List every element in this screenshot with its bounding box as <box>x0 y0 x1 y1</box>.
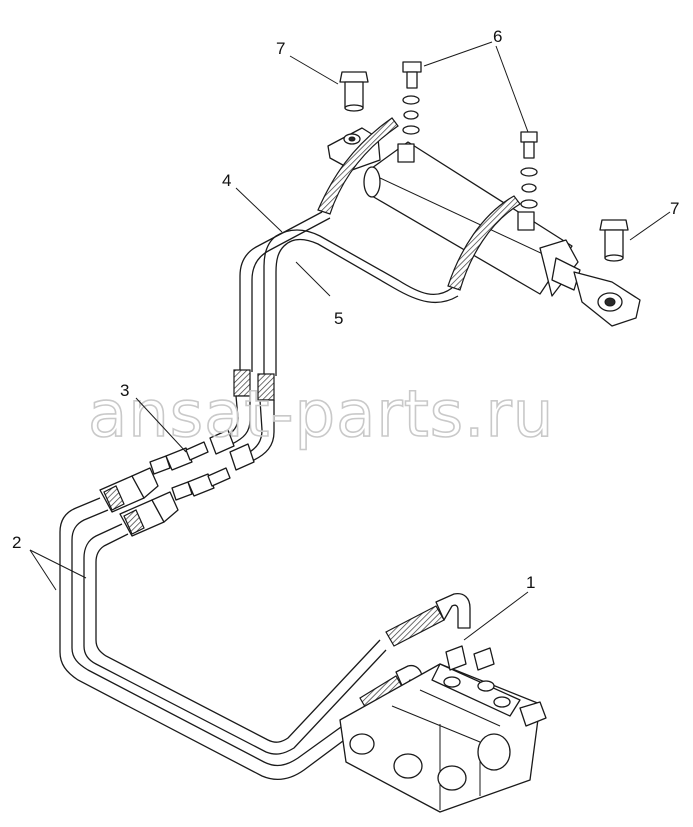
callout-2: 2 <box>12 533 21 552</box>
hose-fitting-line-5 <box>229 373 275 471</box>
adapter-lower <box>171 467 231 501</box>
adapter-upper <box>149 441 209 475</box>
hydraulic-cylinder <box>327 127 641 327</box>
quick-coupler-upper <box>99 467 159 513</box>
hydraulic-line-5 <box>263 229 459 376</box>
pin-right <box>599 219 629 262</box>
pin-left <box>339 71 369 112</box>
cylinder-hose-lower <box>447 195 521 291</box>
bolt-upper <box>402 61 422 135</box>
quick-coupler-lower <box>119 491 179 537</box>
long-hose-inner <box>83 523 387 755</box>
bolt-lower <box>520 131 538 209</box>
callout-6: 6 <box>493 27 502 46</box>
control-valve <box>339 645 547 813</box>
watermark: ansat-parts.ru <box>88 378 554 452</box>
callout-5: 5 <box>334 309 343 328</box>
valve-hose-upper <box>385 592 471 647</box>
leader-lines <box>29 41 671 641</box>
callout-7-left: 7 <box>276 39 285 58</box>
callout-4: 4 <box>222 171 231 190</box>
callout-3: 3 <box>120 381 129 400</box>
hydraulic-line-4 <box>239 211 331 372</box>
cylinder-hose-upper <box>317 117 399 215</box>
callout-7-right: 7 <box>670 199 679 218</box>
hose-fitting-line-4 <box>209 369 251 455</box>
long-hose-outer <box>59 497 391 781</box>
callout-1: 1 <box>526 573 535 592</box>
